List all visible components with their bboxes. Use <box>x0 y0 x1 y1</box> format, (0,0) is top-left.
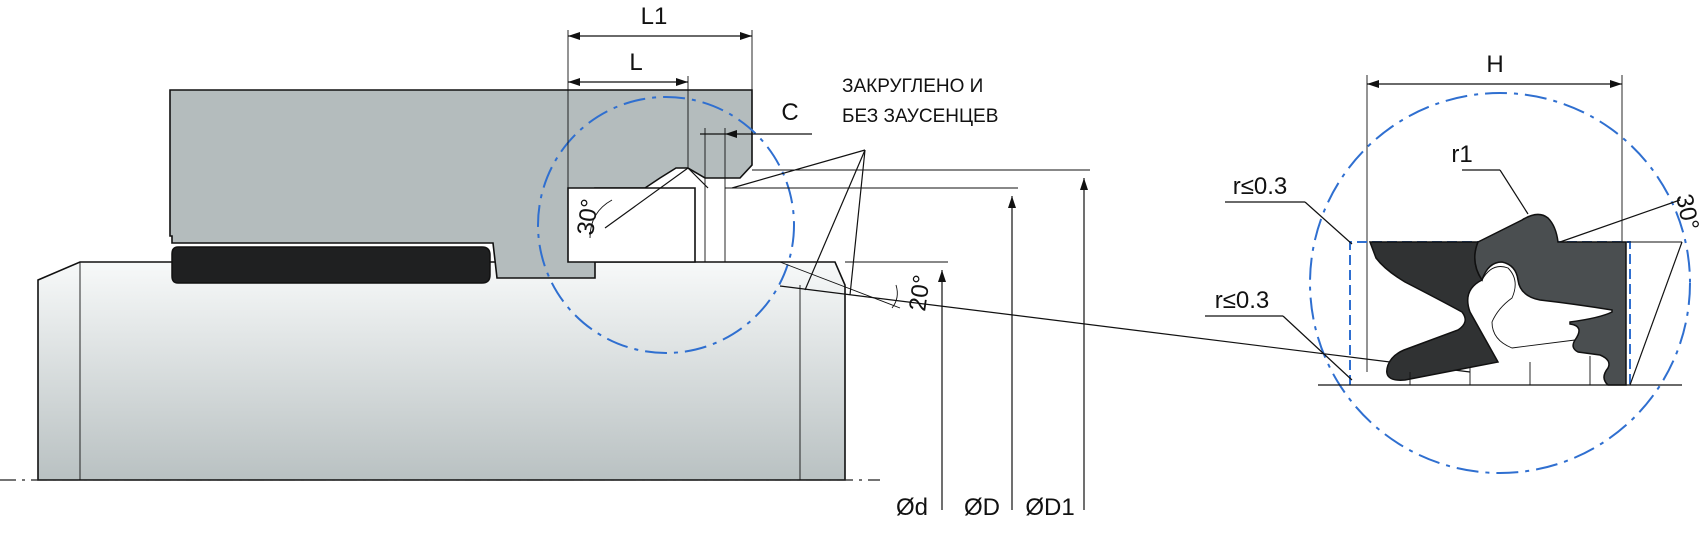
note-line-1: ЗАКРУГЛЕНО И <box>842 76 983 97</box>
note-leader-1 <box>731 149 866 189</box>
dim-L1-arrow-left <box>568 32 580 40</box>
dim-L-label: L <box>629 49 642 76</box>
dia-d-label: Ød <box>896 494 928 521</box>
dia-D1-arrow <box>1080 178 1088 190</box>
r-le-top-leader <box>1304 201 1353 245</box>
note-leader-3 <box>849 149 866 296</box>
note-line-2: БЕЗ ЗАУСЕНЦЕВ <box>842 106 998 127</box>
r-le-bottom-leader <box>1282 315 1353 381</box>
dim-C-arrow <box>725 130 737 138</box>
right-angle-line-1 <box>1559 199 1681 243</box>
dim-C-label: C <box>781 99 798 126</box>
r1-leader <box>1499 169 1529 215</box>
r-le-bottom-label: r≤0.3 <box>1215 287 1270 314</box>
housing-seal-strip <box>171 246 491 284</box>
seal-inner-contour <box>1474 241 1576 349</box>
dia-D-label: ØD <box>964 494 1000 521</box>
seal-groove <box>567 187 696 263</box>
dia-D1-label: ØD1 <box>1025 494 1074 521</box>
detail-circle-right <box>1309 92 1691 474</box>
right-angle-line-2 <box>1629 241 1683 386</box>
seal-profile-light <box>1474 213 1627 386</box>
seal-profile-dark <box>1368 241 1500 381</box>
angle-20-arc <box>891 284 898 309</box>
dim-L1-arrow-right <box>740 32 752 40</box>
angle-30-left-label: 30° <box>572 197 604 237</box>
piston-rod <box>37 261 846 481</box>
r-le-top-label: r≤0.3 <box>1233 173 1288 200</box>
note-leader-2 <box>804 149 866 291</box>
angle-20-line <box>779 261 901 309</box>
detail-leader-line <box>779 285 1471 373</box>
dim-L-arrow-left <box>568 78 580 86</box>
angle-20-label: 20° <box>904 273 936 313</box>
r1-label: r1 <box>1451 141 1472 168</box>
dim-H-arrow-right <box>1610 80 1622 88</box>
dia-D-arrow <box>1008 196 1016 208</box>
lead-in-line <box>604 167 689 229</box>
dim-H-label: H <box>1486 51 1503 78</box>
detail-circle-left <box>537 96 795 354</box>
dia-d-arrow <box>938 270 946 282</box>
angle-30-arc <box>589 199 613 239</box>
dim-L1-label: L1 <box>641 3 668 30</box>
angle-30-right-label: 30° <box>1670 192 1704 233</box>
dim-H-arrow-left <box>1367 80 1379 88</box>
dim-L-arrow-right <box>676 78 688 86</box>
detail-groove-outline <box>1349 241 1631 385</box>
